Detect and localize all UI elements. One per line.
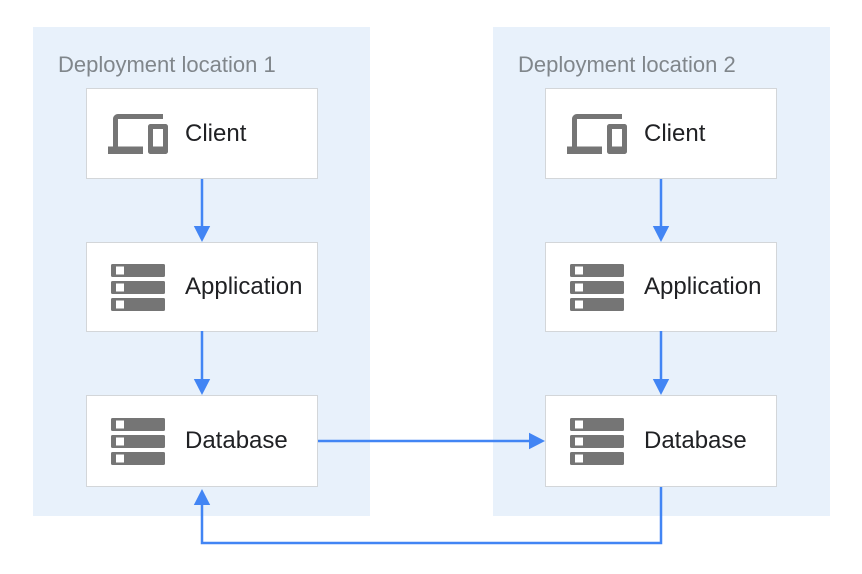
region-deployment-location-1: Deployment location 1 Client xyxy=(33,27,370,516)
node-application-2: Application xyxy=(545,242,777,332)
node-client-1: Client xyxy=(86,88,318,179)
node-label: Application xyxy=(644,273,762,300)
node-database-2: Database xyxy=(545,395,777,487)
storage-icon xyxy=(107,417,169,465)
node-client-2: Client xyxy=(545,88,777,179)
node-label: Client xyxy=(644,119,706,147)
devices-icon xyxy=(566,104,628,164)
region-deployment-location-2: Deployment location 2 Client xyxy=(493,27,830,516)
storage-icon xyxy=(566,263,628,311)
node-label: Database xyxy=(185,427,288,454)
node-label: Client xyxy=(185,119,247,147)
node-label: Database xyxy=(644,427,747,454)
devices-icon xyxy=(107,104,169,164)
region-title: Deployment location 1 xyxy=(58,52,276,77)
storage-icon xyxy=(107,263,169,311)
storage-icon xyxy=(566,417,628,465)
node-database-1: Database xyxy=(86,395,318,487)
region-title: Deployment location 2 xyxy=(518,52,736,77)
node-label: Application xyxy=(185,273,303,300)
node-application-1: Application xyxy=(86,242,318,332)
